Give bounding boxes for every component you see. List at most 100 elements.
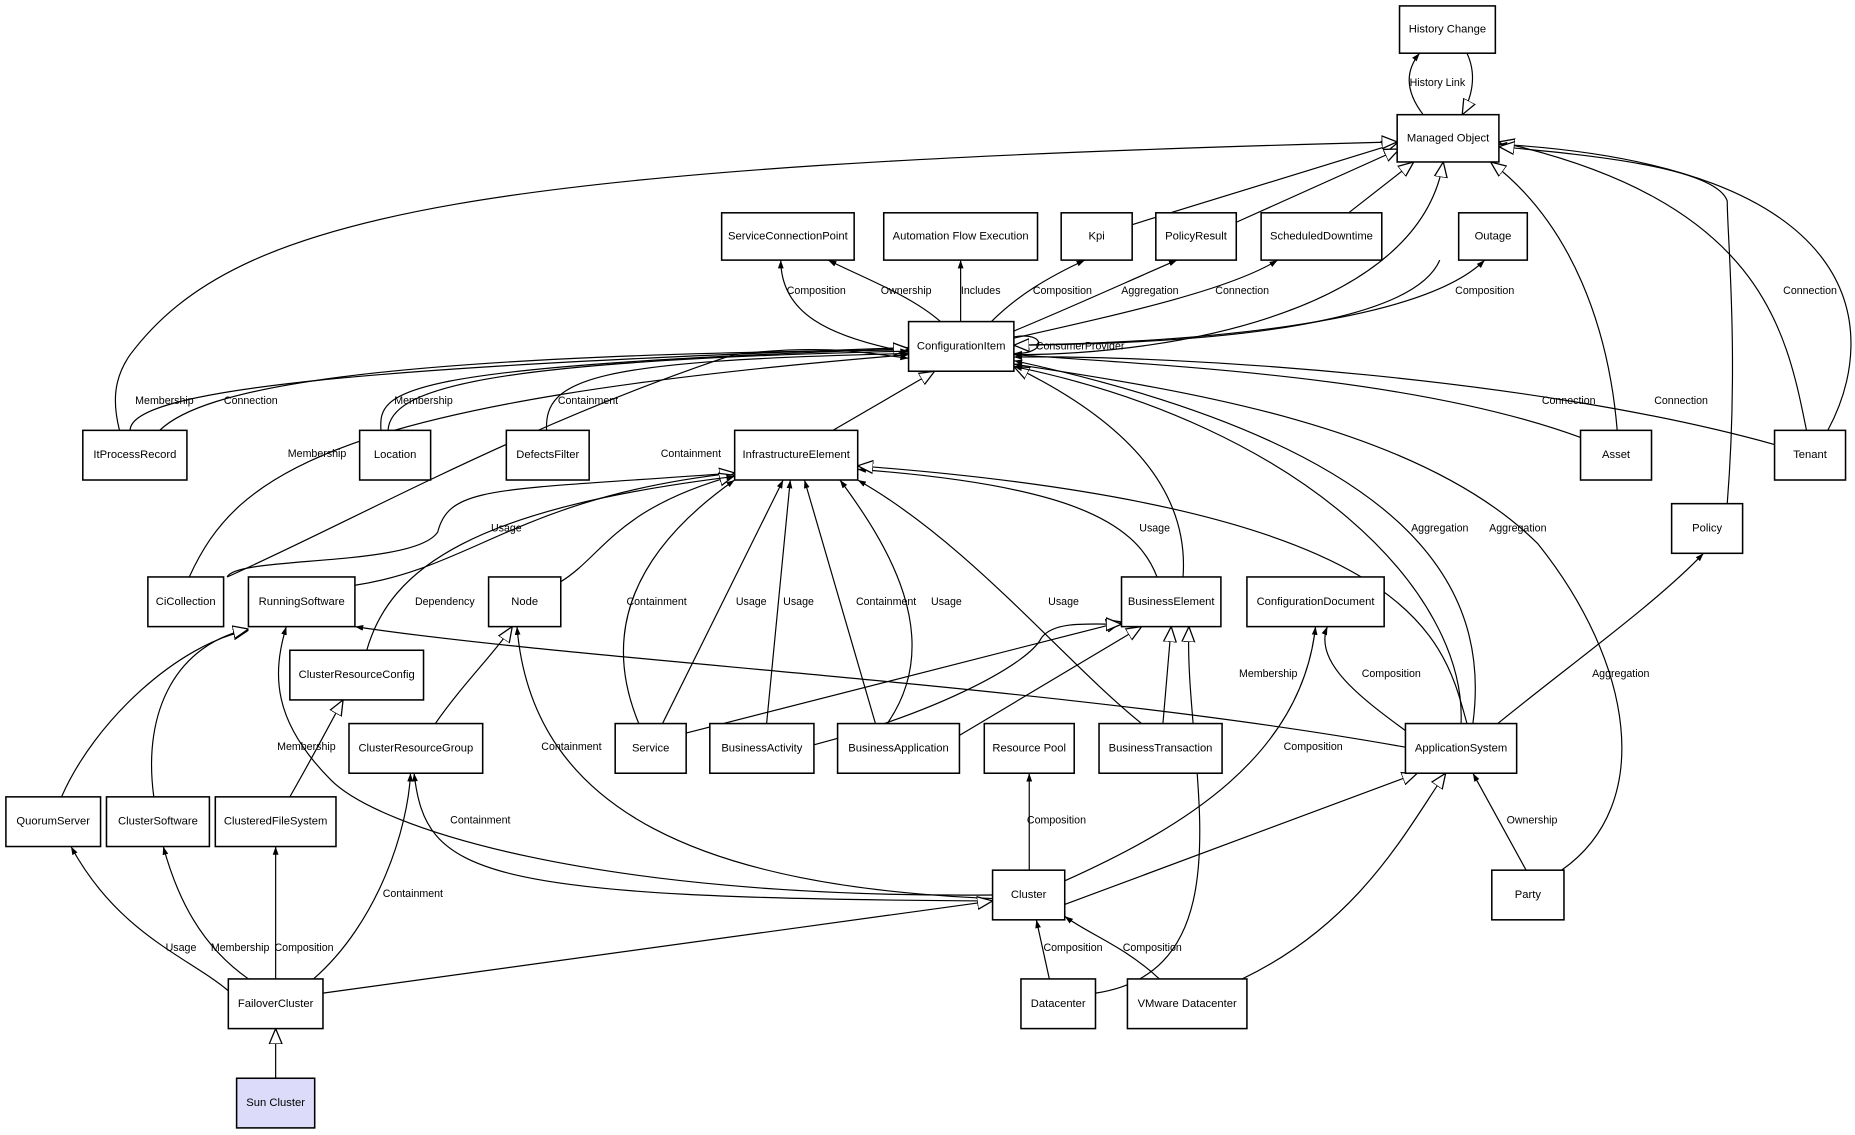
class-box[interactable] <box>1120 576 1222 628</box>
class-node-cluster[interactable]: Cluster <box>991 869 1066 921</box>
filled-arrow-icon <box>1408 52 1424 116</box>
class-box[interactable] <box>1670 502 1744 555</box>
class-box[interactable] <box>720 212 855 261</box>
class-node-service[interactable]: Service <box>614 722 687 774</box>
class-box[interactable] <box>487 576 562 628</box>
filled-arrow-icon <box>366 474 735 651</box>
class-box[interactable] <box>907 320 1015 373</box>
class-node-party[interactable]: Party <box>1491 869 1565 921</box>
edge-label: Containment <box>558 395 618 407</box>
class-box[interactable] <box>105 796 211 848</box>
class-box[interactable] <box>82 429 188 481</box>
class-node-application-system[interactable]: ApplicationSystem <box>1404 722 1518 774</box>
class-node-business-element[interactable]: BusinessElement <box>1120 576 1222 628</box>
class-node-tenant[interactable]: Tenant <box>1773 429 1847 481</box>
class-node-outage[interactable]: Outage <box>1457 212 1529 261</box>
class-box[interactable] <box>147 576 225 628</box>
class-node-sun-cluster[interactable]: Sun Cluster <box>235 1077 316 1129</box>
class-node-scheduled-downtime[interactable]: ScheduledDowntime <box>1260 212 1383 261</box>
class-node-policy-result[interactable]: PolicyResult <box>1155 212 1238 261</box>
class-box[interactable] <box>227 978 324 1030</box>
class-box[interactable] <box>1398 5 1497 54</box>
class-box[interactable] <box>1579 429 1653 481</box>
filled-arrow-icon <box>1013 354 1775 446</box>
class-box[interactable] <box>214 796 337 848</box>
class-box[interactable] <box>1396 113 1500 163</box>
class-node-datacenter[interactable]: Datacenter <box>1020 978 1097 1030</box>
class-node-kpi[interactable]: Kpi <box>1060 212 1133 261</box>
class-label: Cluster <box>1011 889 1047 901</box>
filled-arrow-icon <box>1064 915 1160 980</box>
class-box[interactable] <box>1246 576 1385 628</box>
class-box[interactable] <box>348 722 484 774</box>
class-node-clustered-file-system[interactable]: ClusteredFileSystem <box>214 796 337 848</box>
class-box[interactable] <box>991 869 1066 921</box>
filled-arrow-icon <box>129 344 909 431</box>
association-edge-application_system-to-configuration_item <box>1013 359 1476 724</box>
class-node-configuration-item[interactable]: ConfigurationItem <box>907 320 1015 373</box>
class-box[interactable] <box>1020 978 1097 1030</box>
association-edge-ci_collection-to-configuration_item <box>226 349 909 578</box>
class-node-managed-object[interactable]: Managed Object <box>1396 113 1500 163</box>
hollow-arrow-icon <box>354 473 735 586</box>
class-label: Kpi <box>1089 230 1105 242</box>
filled-arrow-icon <box>1035 919 1050 980</box>
class-node-location[interactable]: Location <box>358 429 432 481</box>
class-box[interactable] <box>983 722 1075 774</box>
class-box[interactable] <box>882 212 1039 261</box>
class-box[interactable] <box>836 722 961 774</box>
class-node-ci-collection[interactable]: CiCollection <box>147 576 225 628</box>
class-node-automation-flow-execution[interactable]: Automation Flow Execution <box>882 212 1039 261</box>
association-edge-business_application-to-infrastructure_element <box>803 479 877 724</box>
inheritance-edge-tenant-to-managed_object <box>1499 142 1808 431</box>
class-box[interactable] <box>733 429 859 481</box>
class-node-defects-filter[interactable]: DefectsFilter <box>505 429 590 481</box>
inheritance-edge-node-to-infrastructure_element <box>560 475 735 583</box>
class-node-failover-cluster[interactable]: FailoverCluster <box>227 978 324 1030</box>
edge-label: Containment <box>661 448 721 460</box>
class-box[interactable] <box>614 722 687 774</box>
class-node-quorum-server[interactable]: QuorumServer <box>5 796 102 848</box>
class-box[interactable] <box>1491 869 1565 921</box>
class-box[interactable] <box>235 1077 316 1129</box>
class-node-node[interactable]: Node <box>487 576 562 628</box>
class-node-vmware-datacenter[interactable]: VMware Datacenter <box>1126 978 1248 1030</box>
class-box[interactable] <box>1155 212 1238 261</box>
class-node-infrastructure-element[interactable]: InfrastructureElement <box>733 429 859 481</box>
class-box[interactable] <box>289 649 425 701</box>
class-box[interactable] <box>1126 978 1248 1030</box>
class-node-policy[interactable]: Policy <box>1670 502 1744 555</box>
class-box[interactable] <box>1457 212 1529 261</box>
class-node-it-process-record[interactable]: ItProcessRecord <box>82 429 188 481</box>
class-box[interactable] <box>1260 212 1383 261</box>
class-box[interactable] <box>505 429 590 481</box>
class-label: Policy <box>1692 522 1722 534</box>
class-node-cluster-resource-group[interactable]: ClusterResourceGroup <box>348 722 484 774</box>
class-box[interactable] <box>1404 722 1518 774</box>
class-node-business-transaction[interactable]: BusinessTransaction <box>1098 722 1223 774</box>
class-node-history-change[interactable]: History Change <box>1398 5 1497 54</box>
association-edge-application_system-to-configuration_item <box>1013 365 1462 724</box>
edge-label: ConsumerProvider <box>1036 340 1125 352</box>
class-box[interactable] <box>358 429 432 481</box>
class-node-cluster-resource-config[interactable]: ClusterResourceConfig <box>289 649 425 701</box>
class-box[interactable] <box>1773 429 1847 481</box>
class-box[interactable] <box>1098 722 1223 774</box>
class-node-business-application[interactable]: BusinessApplication <box>836 722 961 774</box>
class-box[interactable] <box>1060 212 1133 261</box>
class-node-resource-pool[interactable]: Resource Pool <box>983 722 1075 774</box>
class-node-running-software[interactable]: RunningSoftware <box>247 576 356 628</box>
class-box[interactable] <box>5 796 102 848</box>
edge-label: Containment <box>541 741 601 753</box>
class-node-business-activity[interactable]: BusinessActivity <box>709 722 815 774</box>
class-label: Resource Pool <box>992 742 1066 754</box>
class-box[interactable] <box>709 722 815 774</box>
inheritance-edge-kpi-to-managed_object <box>1131 143 1397 226</box>
class-node-cluster-software[interactable]: ClusterSoftware <box>105 796 211 848</box>
class-node-service-connection-point[interactable]: ServiceConnectionPoint <box>720 212 855 261</box>
class-node-configuration-document[interactable]: ConfigurationDocument <box>1246 576 1385 628</box>
class-box[interactable] <box>247 576 356 628</box>
class-node-asset[interactable]: Asset <box>1579 429 1653 481</box>
filled-arrow-icon <box>514 626 993 900</box>
